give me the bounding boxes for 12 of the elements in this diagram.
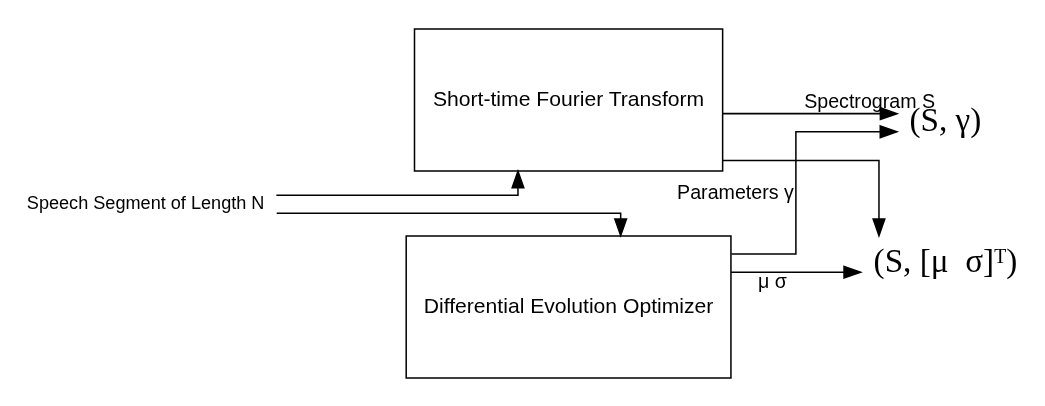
arrow — [275, 212, 628, 238]
arrow — [722, 106, 900, 120]
edge-label: μ σ — [758, 269, 787, 292]
node-text: Speech Segment of Length N — [26, 192, 265, 213]
node-box: Short-time Fourier Transform — [413, 27, 724, 172]
edge-label: Parameters γ — [677, 180, 794, 203]
arrow — [722, 159, 886, 238]
arrow — [730, 264, 863, 279]
node-text: (S, [μ σ]ᵀ) — [873, 241, 1018, 279]
arrow — [275, 168, 525, 196]
node-box: Differential Evolution Optimizer — [405, 234, 732, 379]
arrow — [730, 124, 900, 255]
